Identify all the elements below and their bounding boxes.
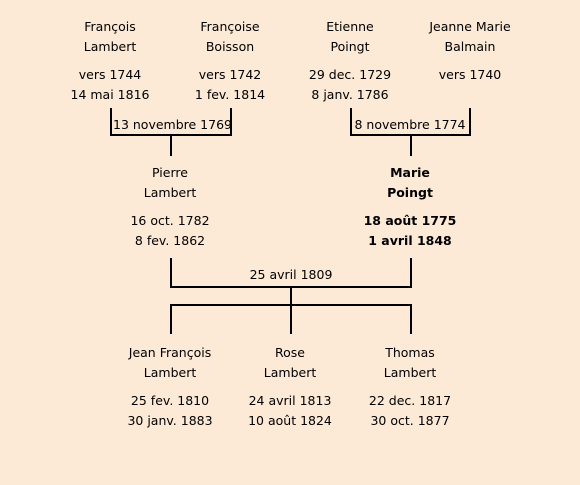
birth-date: 25 fev. 1810 bbox=[130, 393, 210, 408]
connector-line bbox=[170, 134, 172, 156]
birth-date: 18 août 1775 bbox=[363, 213, 457, 228]
person-name-first: Rose bbox=[275, 345, 305, 360]
marriage-date: 8 novembre 1774 bbox=[353, 117, 467, 133]
birth-date: 24 avril 1813 bbox=[248, 393, 332, 408]
person-name-last: Lambert bbox=[383, 365, 437, 380]
person-jeanne-marie-balmain: Jeanne Marie Balmain vers 1740 bbox=[410, 17, 530, 85]
death-date: 14 mai 1816 bbox=[70, 87, 150, 102]
marriage-date: 25 avril 1809 bbox=[240, 267, 342, 283]
person-name-first: Jean François bbox=[128, 345, 212, 360]
person-name-last: Poingt bbox=[330, 39, 370, 54]
person-name-last: Boisson bbox=[205, 39, 255, 54]
connector-line bbox=[110, 108, 112, 136]
connector-line bbox=[469, 108, 471, 136]
person-francois-lambert: François Lambert vers 1744 14 mai 1816 bbox=[50, 17, 170, 105]
marriage-date: 13 novembre 1769 bbox=[113, 117, 232, 133]
connector-line bbox=[170, 258, 172, 288]
person-name-first: Jeanne Marie bbox=[429, 19, 511, 34]
person-name-first: Marie bbox=[390, 165, 430, 180]
connector-line bbox=[290, 304, 292, 334]
birth-date: vers 1740 bbox=[438, 67, 502, 82]
birth-date: 22 dec. 1817 bbox=[368, 393, 452, 408]
person-marie-poingt: Marie Poingt 18 août 1775 1 avril 1848 bbox=[350, 163, 470, 251]
person-jean-francois-lambert: Jean François Lambert 25 fev. 1810 30 ja… bbox=[110, 343, 230, 431]
person-name-last: Poingt bbox=[387, 185, 433, 200]
death-date: 30 janv. 1883 bbox=[127, 413, 213, 428]
connector-line bbox=[410, 258, 412, 288]
person-thomas-lambert: Thomas Lambert 22 dec. 1817 30 oct. 1877 bbox=[350, 343, 470, 431]
person-name-first: Pierre bbox=[152, 165, 188, 180]
connector-line bbox=[170, 304, 172, 334]
person-name-last: Balmain bbox=[444, 39, 496, 54]
person-pierre-lambert: Pierre Lambert 16 oct. 1782 8 fev. 1862 bbox=[110, 163, 230, 251]
birth-date: 16 oct. 1782 bbox=[130, 213, 210, 228]
death-date: 30 oct. 1877 bbox=[370, 413, 450, 428]
person-name-last: Lambert bbox=[143, 185, 197, 200]
person-francoise-boisson: Françoise Boisson vers 1742 1 fev. 1814 bbox=[170, 17, 290, 105]
person-rose-lambert: Rose Lambert 24 avril 1813 10 août 1824 bbox=[230, 343, 350, 431]
death-date: 1 avril 1848 bbox=[368, 233, 452, 248]
death-date: 8 fev. 1862 bbox=[134, 233, 206, 248]
person-name-first: Etienne bbox=[326, 19, 374, 34]
person-name-first: François bbox=[84, 19, 136, 34]
person-name-last: Lambert bbox=[143, 365, 197, 380]
person-name-last: Lambert bbox=[83, 39, 137, 54]
birth-date: 29 dec. 1729 bbox=[308, 67, 392, 82]
connector-line bbox=[230, 108, 232, 136]
connector-line bbox=[290, 286, 292, 306]
death-date: 1 fev. 1814 bbox=[194, 87, 266, 102]
death-date: 8 janv. 1786 bbox=[311, 87, 389, 102]
connector-line bbox=[350, 108, 352, 136]
person-name-first: Françoise bbox=[200, 19, 260, 34]
person-name-first: Thomas bbox=[385, 345, 435, 360]
connector-line bbox=[410, 304, 412, 334]
person-etienne-poingt: Etienne Poingt 29 dec. 1729 8 janv. 1786 bbox=[290, 17, 410, 105]
death-date: 10 août 1824 bbox=[248, 413, 332, 428]
birth-date: vers 1744 bbox=[78, 67, 142, 82]
person-name-last: Lambert bbox=[263, 365, 317, 380]
connector-line bbox=[410, 134, 412, 156]
birth-date: vers 1742 bbox=[198, 67, 262, 82]
